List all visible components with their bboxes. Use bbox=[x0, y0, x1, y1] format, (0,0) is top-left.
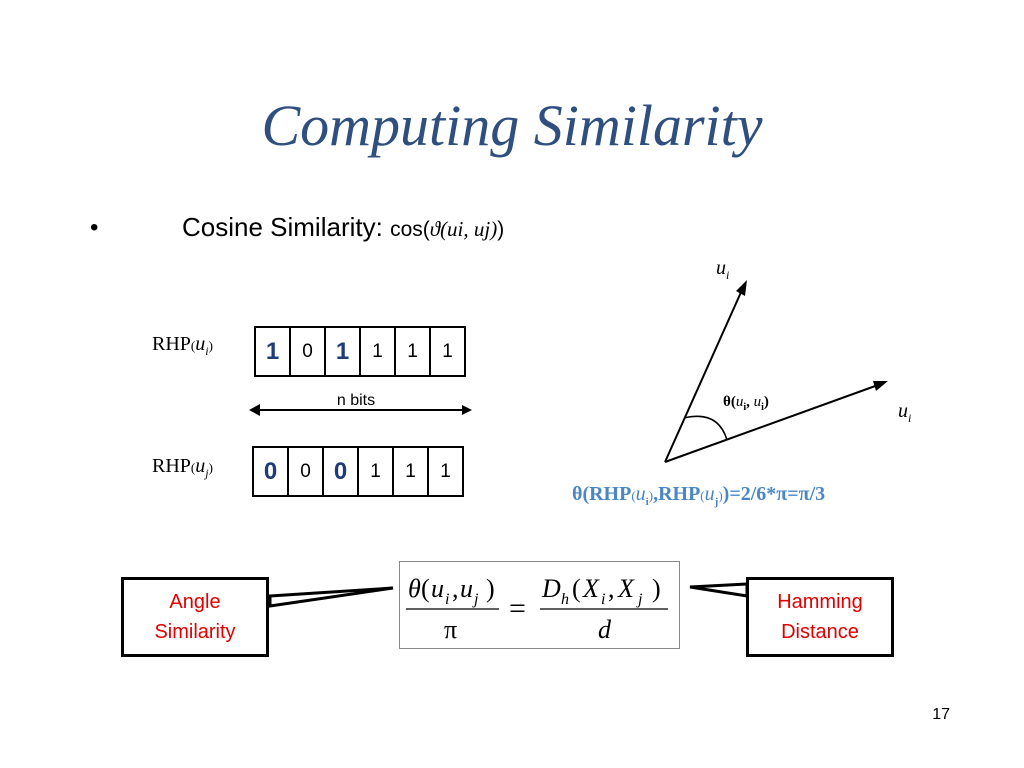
vector-right-head bbox=[873, 381, 888, 391]
formula-equals: = bbox=[509, 592, 526, 625]
rhp-uj-bits: 0 0 0 1 1 1 bbox=[252, 446, 464, 497]
right-vector-label: ui bbox=[898, 400, 912, 425]
vector-right bbox=[664, 384, 879, 463]
bit-cell: 0 bbox=[289, 448, 324, 495]
formula-rhs-close: ) bbox=[652, 574, 661, 603]
bit-cell: 0 bbox=[291, 328, 326, 375]
bullet-marker: • bbox=[90, 214, 99, 241]
bit-cell: 1 bbox=[396, 328, 431, 375]
n-bits-arrow-left-head bbox=[249, 404, 260, 416]
formula-rhs-D: D bbox=[541, 574, 561, 603]
slide-number: 17 bbox=[932, 706, 950, 723]
bullet-formula: cos(ϑ(ui, uj)) bbox=[390, 217, 505, 241]
n-bits-label: n bits bbox=[336, 392, 376, 409]
left-callout-pointer bbox=[268, 586, 394, 608]
formula-lhs-theta: θ bbox=[408, 574, 421, 603]
formula-rhs-j: j bbox=[636, 591, 643, 608]
bit-cell: 1 bbox=[359, 448, 394, 495]
top-vector-label: ui bbox=[716, 257, 730, 282]
bit-cell: 0 bbox=[324, 448, 359, 495]
bit-cell: 1 bbox=[361, 328, 396, 375]
callout-line: Angle bbox=[169, 591, 221, 613]
formula-rhs-X2: X bbox=[617, 574, 635, 603]
formula-rhs-comma: , bbox=[608, 574, 615, 603]
angle-arc bbox=[683, 415, 728, 441]
bit-cell: 1 bbox=[326, 328, 361, 375]
formula-rhs-open: ( bbox=[572, 574, 581, 603]
formula-lhs-open: ( bbox=[421, 574, 430, 603]
vector-top-head bbox=[736, 280, 747, 296]
formula-lhs-j: j bbox=[472, 591, 479, 608]
formula-lhs-pi: π bbox=[444, 615, 457, 644]
bit-cell: 1 bbox=[256, 328, 291, 375]
callout-line: Hamming bbox=[777, 591, 863, 613]
similarity-formula: θ ( u i , u j ) π = D h ( X i , X j ) d bbox=[399, 561, 680, 649]
bit-cell: 1 bbox=[431, 328, 466, 375]
formula-lhs-u1: u bbox=[431, 574, 444, 603]
callout-line: Distance bbox=[781, 621, 859, 643]
theta-equation: θ(RHP(ui),RHP(uj))=2/6*π=π/3 bbox=[572, 483, 826, 508]
vector-top bbox=[664, 289, 743, 463]
formula-rhs-d: d bbox=[598, 615, 612, 644]
rhp-ui-label: RHP(ui) bbox=[152, 333, 213, 358]
bit-cell: 1 bbox=[394, 448, 429, 495]
formula-lhs-comma: , bbox=[452, 574, 459, 603]
right-callout-pointer bbox=[689, 582, 749, 598]
slide-title: Computing Similarity bbox=[261, 93, 763, 158]
formula-rhs-i: i bbox=[601, 591, 605, 608]
bit-cell: 0 bbox=[254, 448, 289, 495]
bullet-text: Cosine Similarity: cos(ϑ(ui, uj)) bbox=[182, 212, 504, 243]
formula-lhs-i: i bbox=[445, 591, 449, 608]
formula-rhs-h: h bbox=[561, 591, 569, 608]
rhp-ui-bits: 1 0 1 1 1 1 bbox=[254, 326, 466, 377]
formula-graphic: θ ( u i , u j ) π = D h ( X i , X j ) d bbox=[406, 574, 668, 644]
formula-lhs-u2: u bbox=[460, 574, 473, 603]
formula-lhs-close: ) bbox=[486, 574, 495, 603]
rhp-uj-label: RHP(uj) bbox=[152, 455, 213, 480]
bit-cell: 1 bbox=[429, 448, 464, 495]
callout-line: Similarity bbox=[154, 621, 236, 643]
angle-label: θ(ui, ui) bbox=[723, 394, 769, 413]
bullet-label: Cosine Similarity: bbox=[182, 212, 383, 242]
formula-rhs-X1: X bbox=[582, 574, 600, 603]
